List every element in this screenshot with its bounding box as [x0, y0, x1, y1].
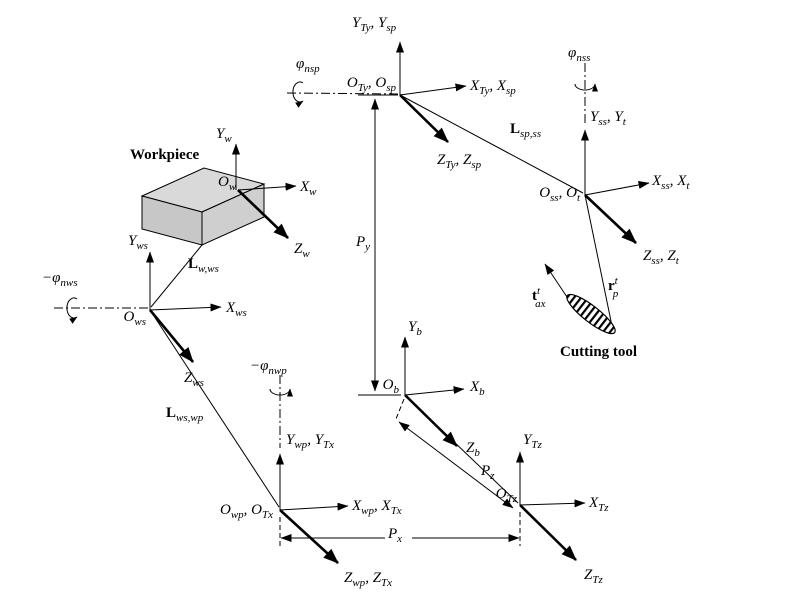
label-l-sp-ss: Lsp,ss [510, 121, 541, 140]
w-y-label: Yw [216, 126, 232, 145]
label-l-w-ws: Lw,ws [188, 256, 219, 275]
w-x-axis [237, 182, 297, 191]
sp-frame: YTy, Ysp φnsp OTy, Osp XTy, Xsp ZTy, Zsp [286, 15, 516, 171]
pz-dim-line [398, 421, 514, 509]
dimensions: Py Px Pz [279, 94, 521, 546]
tool-body [566, 293, 616, 335]
cutting-tool-caption: Cutting tool [560, 344, 637, 360]
wp-phi-label: −φnwp [250, 358, 287, 377]
tz-x-label: XTz [588, 495, 609, 514]
b-x-label: Xb [469, 379, 485, 398]
ws-x-label: Xws [225, 300, 247, 319]
b-origin-label: Ob [383, 377, 400, 396]
b-x-axis [404, 386, 465, 396]
wp-origin-label: Owp, OTx [220, 502, 273, 521]
sp-z-axis [399, 94, 449, 143]
tool-hatched-ellipse [566, 293, 616, 335]
w-origin-label: Ow [218, 174, 237, 193]
px-label-backing [385, 524, 412, 541]
ss-y-label: Yss, Yt [590, 109, 627, 128]
link-line-ws-wp [149, 309, 280, 508]
sp-x-label: XTy, Xsp [469, 78, 516, 97]
b-y-label: Yb [408, 319, 422, 338]
px-label: Px [387, 526, 402, 545]
ws-x-axis [149, 303, 222, 312]
ws-phi-label: −φnws [42, 270, 78, 289]
w-z-axis [237, 189, 289, 239]
wp-x-axis [279, 502, 349, 511]
sp-phi-label: φnsp [296, 56, 320, 75]
link-line-w-ws [150, 244, 203, 308]
wp-y-label: Ywp, YTx [286, 432, 334, 451]
ss-z-label: Zss, Zt [643, 248, 680, 267]
ss-frame: φnss Yss, Yt Oss, Ot Xss, Xt Zss, Zt [539, 45, 690, 267]
sp-rotation-axis [286, 92, 399, 95]
wp-z-label: Zwp, ZTx [344, 570, 392, 589]
t-ax-vector [544, 263, 568, 298]
ws-y-label: Yws [128, 233, 148, 252]
ss-x-axis [584, 181, 650, 196]
ss-phi-label: φnss [568, 45, 590, 64]
wp-x-label: Xwp, XTx [351, 498, 402, 517]
ws-frame: −φnws Yws Ows Xws Zws [42, 233, 247, 389]
ws-z-label: Zws [184, 370, 204, 389]
wp-frame: −φnwp Ywp, YTx Owp, OTx Xwp, XTx Zwp, ZT… [220, 358, 402, 589]
pz-label: Pz [480, 463, 495, 482]
sp-rotation-arrow-icon [292, 81, 304, 108]
sp-origin-label: OTy, Osp [347, 75, 397, 94]
py-label: Py [355, 234, 370, 253]
ws-rotation-arrow-icon [66, 297, 78, 324]
ss-rotation-arrow-icon [574, 83, 598, 92]
tz-z-axis [519, 504, 577, 561]
ws-origin-label: Ows [124, 309, 146, 328]
w-z-label: Zw [294, 241, 310, 260]
w-frame: Ow Xw Yw Zw [216, 126, 317, 260]
ss-z-axis [584, 194, 637, 244]
tz-x-axis [519, 499, 586, 508]
tz-z-label: ZTz [584, 567, 603, 586]
wp-rotation-arrow-icon [269, 388, 293, 397]
sp-z-label: ZTy, Zsp [437, 152, 482, 171]
workpiece: Workpiece [130, 147, 266, 246]
r-p-line [584, 194, 613, 327]
sp-y-label: YTy, Ysp [352, 15, 397, 34]
kinematic-links: Lsp,ss Lw,ws Lws,wp [149, 94, 584, 508]
w-x-label: Xw [299, 179, 317, 198]
ws-z-axis [148, 309, 195, 363]
tz-y-label: YTz [523, 432, 542, 451]
ss-origin-label: Oss, Ot [539, 185, 581, 204]
ss-x-label: Xss, Xt [651, 173, 690, 192]
workpiece-caption: Workpiece [130, 147, 199, 163]
sp-x-axis [399, 83, 467, 96]
link-line-sp-ss [399, 94, 584, 194]
pz-ext [395, 398, 405, 420]
label-l-ws-wp: Lws,wp [166, 405, 204, 424]
